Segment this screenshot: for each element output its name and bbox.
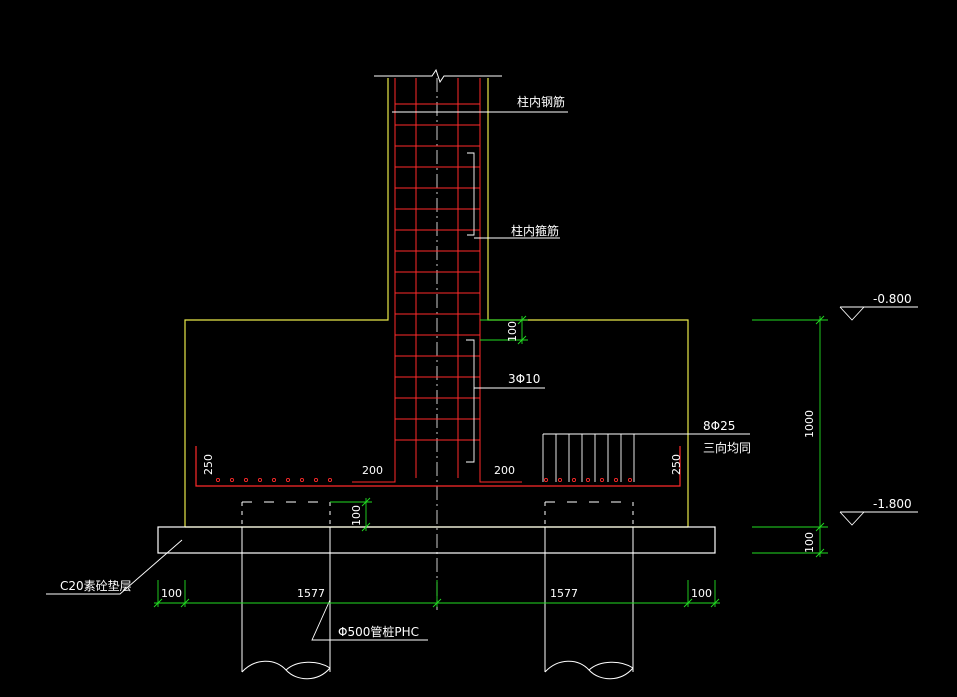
column-rebar-cage [352, 78, 522, 483]
dim-pile-embed: 100 [350, 505, 363, 526]
concrete-cushion [157, 526, 716, 554]
dim-span-right: 1577 [550, 587, 578, 600]
dim-cushion-thickness: 100 [803, 532, 816, 553]
dim-edge-left: 100 [161, 587, 182, 600]
leader-lines [46, 111, 918, 641]
dimension-lines [153, 315, 828, 608]
label-cushion: C20素砼垫层 [60, 578, 132, 593]
dim-anchor-left: 200 [362, 464, 383, 477]
dim-anchor-right: 200 [494, 464, 515, 477]
label-bottom-bars-spec: 8Φ25 [703, 419, 735, 433]
dim-cover-right: 250 [670, 454, 683, 475]
dim-span-left: 1577 [297, 587, 325, 600]
pile-right [544, 501, 634, 680]
dim-edge-right: 100 [691, 587, 712, 600]
elevation-top: -0.800 [873, 292, 912, 306]
bottom-rebar-dots [215, 477, 633, 483]
column-break-line [374, 68, 502, 84]
dim-stirrup-offset: 100 [506, 321, 519, 342]
label-stirrup-spec: 3Φ10 [508, 372, 540, 386]
footing-outline [184, 78, 689, 528]
dim-cover-left: 250 [202, 454, 215, 475]
label-column-stirrups: 柱内箍筋 [511, 223, 559, 238]
bottom-mesh-rebar [195, 446, 681, 487]
label-column-main-bars: 柱内钢筋 [517, 94, 565, 109]
label-pile: Φ500管桩PHC [338, 624, 419, 639]
label-bottom-bars-note: 三向均同 [703, 440, 751, 455]
dim-height-total: 1000 [803, 410, 816, 438]
pile-left [241, 501, 331, 680]
elevation-bottom: -1.800 [873, 497, 912, 511]
